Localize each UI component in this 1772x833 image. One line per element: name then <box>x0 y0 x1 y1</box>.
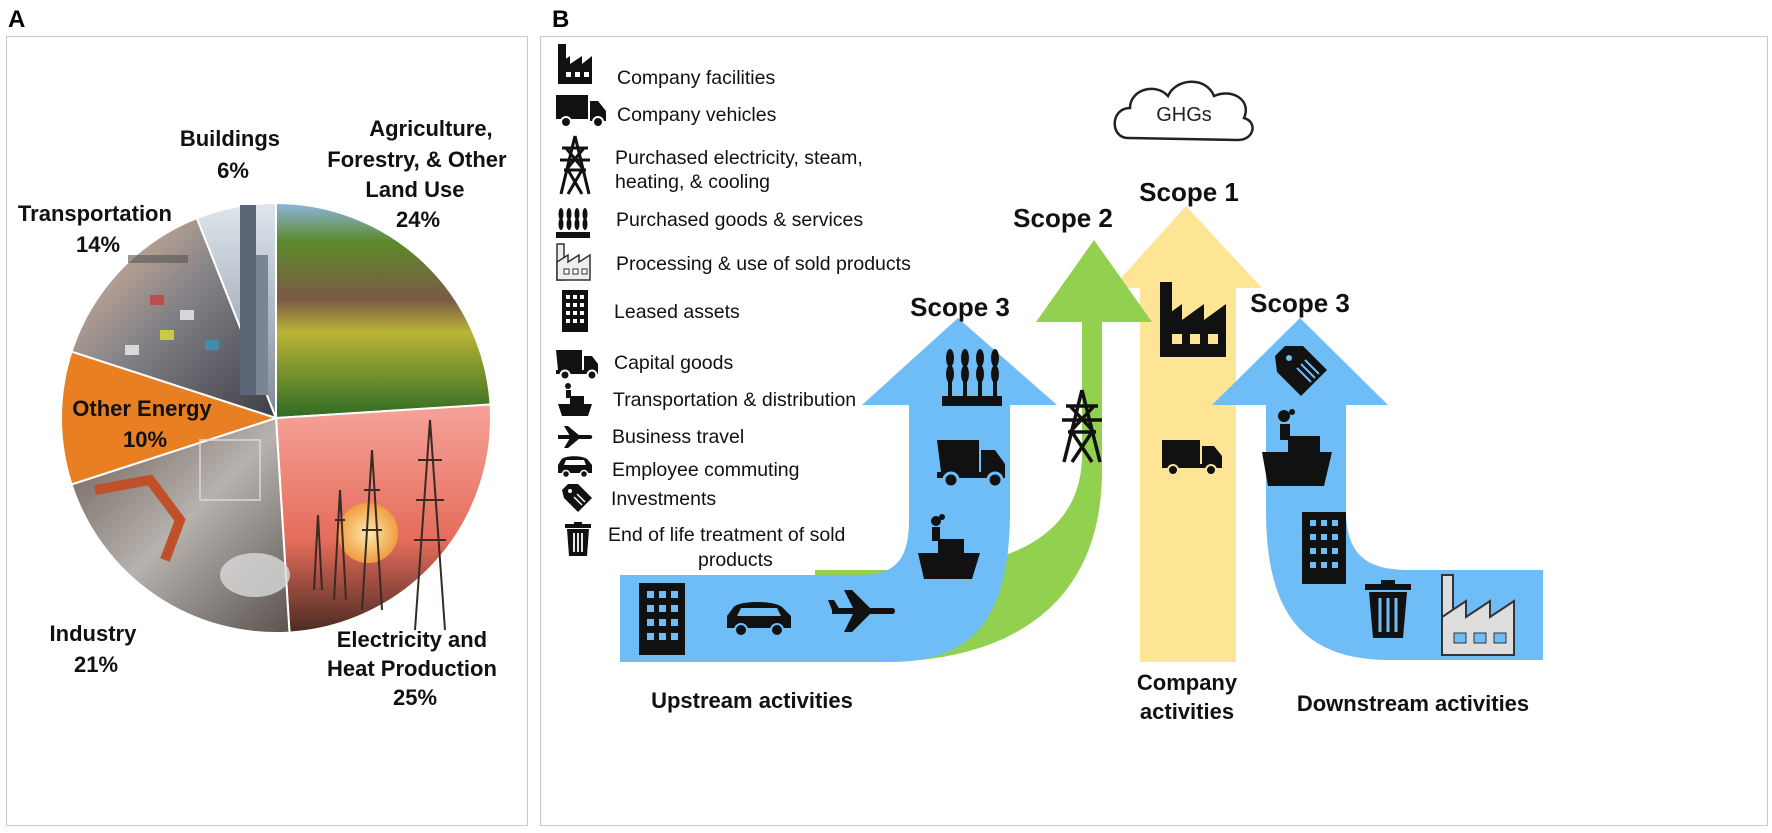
legend-employee-commuting: Employee commuting <box>612 459 800 481</box>
electricity-photo-detail <box>313 419 446 631</box>
power-tower-icon <box>1062 389 1102 463</box>
dump-truck-icon <box>937 440 1005 489</box>
truck-icon <box>1162 440 1222 476</box>
ghg-cloud-icon: GHGs <box>1113 80 1254 142</box>
transportation-photo-detail <box>125 255 219 355</box>
upstream-label: Upstream activities <box>651 688 853 713</box>
scope1-label: Scope 1 <box>1139 177 1239 207</box>
building-icon <box>639 583 685 655</box>
downstream-label: Downstream activities <box>1297 691 1529 716</box>
company-label-line2: activities <box>1140 699 1234 724</box>
trash-icon <box>1365 580 1411 638</box>
legend-text: Company facilities Company vehicles Purc… <box>608 67 911 571</box>
panel-b-frame <box>540 36 1768 826</box>
legend-wheat-icon <box>556 208 590 238</box>
legend-icons <box>556 44 606 556</box>
legend-power-tower-icon <box>559 135 591 195</box>
pie-slice-other-energy <box>60 350 280 486</box>
legend-outline-factory-icon <box>556 243 591 281</box>
industry-photo-detail <box>94 439 290 597</box>
legend-building-icon <box>562 290 588 332</box>
pie-slice-agriculture <box>275 201 492 420</box>
legend-end-of-life-2: products <box>698 549 773 571</box>
cloud-label: GHGs <box>1156 104 1212 126</box>
building-downstream-icon <box>1302 512 1346 584</box>
factory-icon <box>1160 282 1226 357</box>
tag-icon <box>1275 346 1327 396</box>
ship-downstream-icon <box>1262 409 1332 486</box>
panel-a-letter: A <box>8 6 26 33</box>
legend-transport-distribution: Transportation & distribution <box>613 389 856 411</box>
scope2-label: Scope 2 <box>1013 203 1113 233</box>
legend-airplane-icon <box>558 426 593 448</box>
legend-leased-assets: Leased assets <box>614 301 740 323</box>
car-icon <box>727 602 791 637</box>
legend-factory-icon <box>558 44 592 84</box>
scope3-downstream-label: Scope 3 <box>1250 288 1350 318</box>
pie-label-buildings: Buildings 6% <box>180 126 286 183</box>
legend-processing: Processing & use of sold products <box>616 253 911 275</box>
legend-purchased-electricity-1: Purchased electricity, steam, <box>615 147 863 169</box>
panel-a-frame <box>6 36 528 826</box>
legend-ship-icon <box>558 383 592 416</box>
scope2-arrow <box>815 240 1152 662</box>
pie-label-industry: Industry 21% <box>50 621 143 677</box>
outline-factory-icon <box>1441 574 1515 656</box>
legend-purchased-goods: Purchased goods & services <box>616 209 863 231</box>
pie-label-transportation: Transportation 14% <box>18 201 178 257</box>
scope3-downstream-arrow <box>1212 318 1543 660</box>
pie-label-agriculture: Agriculture, Forestry, & Other Land Use … <box>327 116 512 232</box>
airplane-icon <box>828 590 895 632</box>
legend-truck-icon <box>556 95 606 128</box>
legend-dump-truck-icon <box>556 350 598 381</box>
scope3-upstream-label: Scope 3 <box>910 292 1010 322</box>
buildings-photo-detail <box>240 205 268 395</box>
company-label-line1: Company <box>1137 670 1238 695</box>
legend-company-vehicles: Company vehicles <box>617 104 777 126</box>
legend-tag-icon <box>562 484 592 512</box>
ship-icon <box>918 514 980 579</box>
legend-car-icon <box>558 456 592 479</box>
pie-label-electricity: Electricity and Heat Production 25% <box>327 627 503 710</box>
legend-capital-goods: Capital goods <box>614 352 733 374</box>
wheat-icon <box>942 349 1002 406</box>
pie-slice-transportation <box>70 216 278 420</box>
legend-business-travel: Business travel <box>612 426 744 448</box>
legend-trash-icon <box>565 522 591 556</box>
legend-investments: Investments <box>611 488 716 510</box>
scope1-arrow <box>1112 206 1262 662</box>
panel-b-letter: B <box>552 6 570 33</box>
legend-end-of-life-1: End of life treatment of sold <box>608 524 845 546</box>
pie-label-other-energy: Other Energy 10% <box>72 396 218 452</box>
legend-purchased-electricity-2: heating, & cooling <box>615 171 770 193</box>
legend-company-facilities: Company facilities <box>617 67 775 89</box>
